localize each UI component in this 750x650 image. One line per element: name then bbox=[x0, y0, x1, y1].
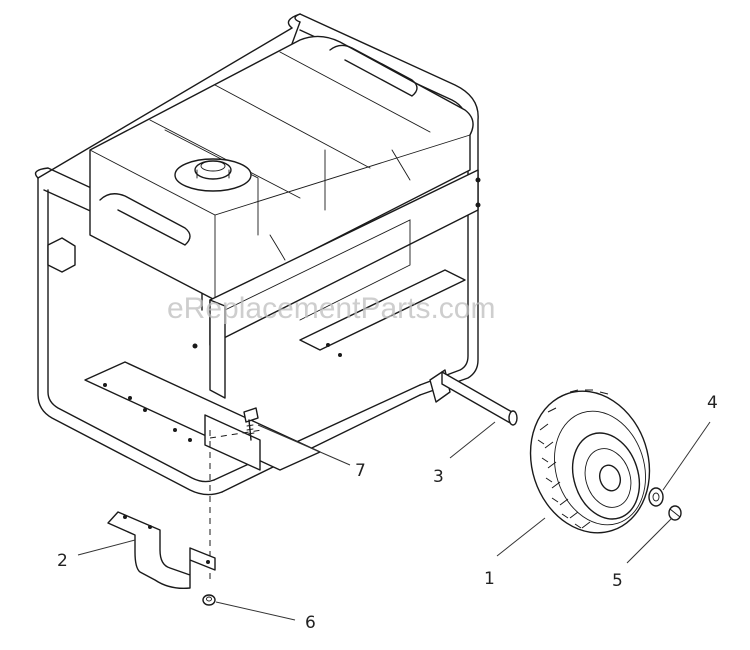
axle-washer bbox=[648, 487, 664, 507]
axle-nut bbox=[668, 505, 682, 521]
leader-3 bbox=[449, 421, 496, 459]
leader-lines bbox=[77, 421, 711, 621]
callout-labels: 1 2 3 4 5 6 7 bbox=[57, 393, 718, 633]
callout-3: 3 bbox=[433, 467, 444, 487]
wheel bbox=[529, 389, 651, 534]
watermark-text: eReplacementParts.com bbox=[167, 292, 495, 325]
bolt bbox=[209, 407, 263, 580]
leader-2 bbox=[77, 539, 136, 556]
callout-1: 1 bbox=[484, 569, 495, 589]
callout-6: 6 bbox=[305, 613, 316, 633]
mount-bracket bbox=[107, 511, 216, 590]
leader-4 bbox=[662, 421, 711, 491]
leader-5 bbox=[626, 517, 673, 564]
fuel-cap bbox=[194, 160, 232, 180]
callout-5: 5 bbox=[612, 571, 623, 591]
base-cradle bbox=[84, 269, 466, 471]
callout-4: 4 bbox=[707, 393, 718, 413]
callout-7: 7 bbox=[355, 461, 366, 481]
nut bbox=[202, 594, 216, 606]
axle bbox=[429, 369, 518, 426]
side-panel bbox=[47, 169, 481, 399]
leader-6 bbox=[215, 601, 296, 621]
callout-2: 2 bbox=[57, 551, 68, 571]
wheel-hub bbox=[598, 464, 622, 492]
leader-1 bbox=[496, 517, 546, 557]
frame-bracket bbox=[47, 237, 76, 273]
fuel-tank bbox=[89, 35, 474, 301]
leader-7 bbox=[257, 424, 351, 466]
